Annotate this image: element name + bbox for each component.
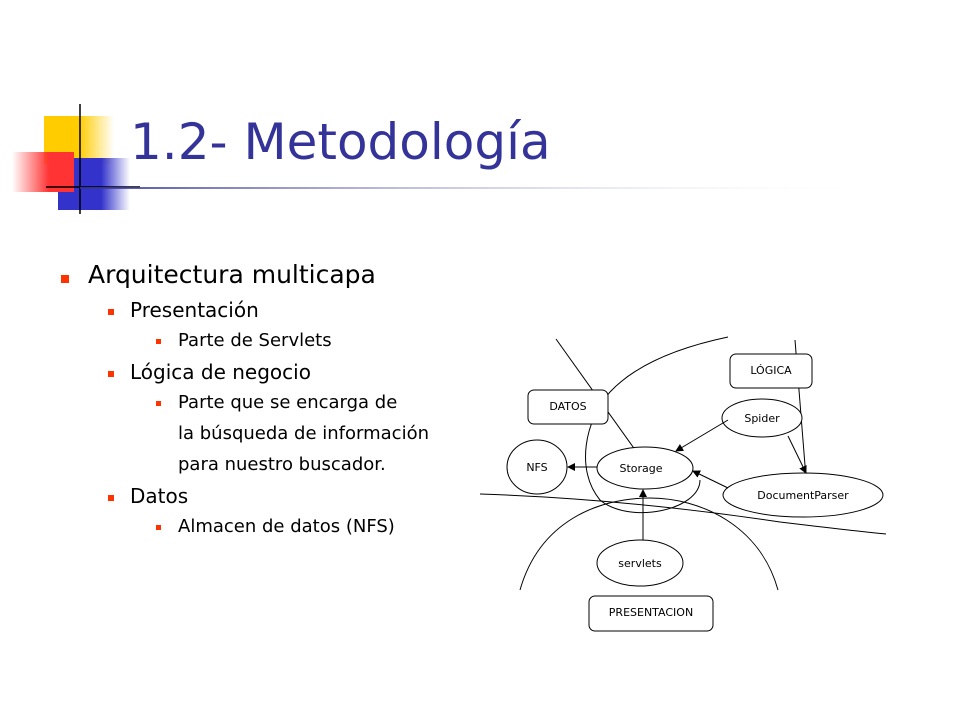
bullet-logica: Lógica de negocio: [58, 356, 488, 388]
bullet-logica-detail-line2: la búsqueda de información: [178, 423, 429, 444]
label-presentacion: PRESENTACION: [609, 606, 693, 619]
arrow-spider-to-documentparser: [787, 435, 807, 474]
bullet-logica-detail-line3: para nuestro buscador.: [178, 454, 386, 475]
boundary-presentacion: [519, 497, 779, 591]
label-presentacion-box: PRESENTACION: [588, 595, 714, 632]
arrow-documentparser-to-storage: [692, 470, 729, 489]
arrow-spider-to-storage: [675, 419, 729, 452]
label-logica: LÓGICA: [750, 364, 792, 377]
label-logica-box: LÓGICA: [729, 353, 813, 389]
bullet-datos: Datos: [58, 480, 488, 512]
bullet-arquitectura: Arquitectura multicapa: [58, 256, 488, 294]
svg-text:Spider: Spider: [744, 412, 780, 425]
node-storage: Storage: [596, 446, 694, 490]
boundary-horizontal: [479, 493, 887, 535]
node-spider: Spider: [721, 398, 803, 438]
label-datos: DATOS: [549, 400, 586, 413]
architecture-diagram: LÓGICA DATOS PRESENTACION Spider NFS Sto…: [479, 336, 887, 632]
svg-text:DocumentParser: DocumentParser: [757, 489, 849, 502]
boundary-logica-left: [585, 336, 729, 514]
label-datos-box: DATOS: [527, 389, 609, 425]
svg-text:servlets: servlets: [618, 557, 662, 570]
bullet-presentacion-detail: Parte de Servlets: [58, 326, 488, 356]
title-underline: [80, 187, 880, 189]
svg-text:Storage: Storage: [619, 462, 662, 475]
node-documentparser: DocumentParser: [722, 472, 884, 518]
deco-red-square: [12, 152, 74, 192]
bullet-list: Arquitectura multicapa Presentación Part…: [58, 256, 488, 542]
page-title: 1.2- Metodología: [130, 113, 551, 171]
title-decoration: [12, 104, 880, 214]
svg-text:NFS: NFS: [526, 461, 547, 474]
bullet-logica-detail: Parte que se encarga de: [58, 388, 488, 418]
bullet-presentacion: Presentación: [58, 294, 488, 326]
bullet-datos-detail: Almacen de datos (NFS): [58, 512, 488, 542]
node-nfs: NFS: [506, 439, 568, 495]
node-servlets: servlets: [596, 539, 684, 587]
